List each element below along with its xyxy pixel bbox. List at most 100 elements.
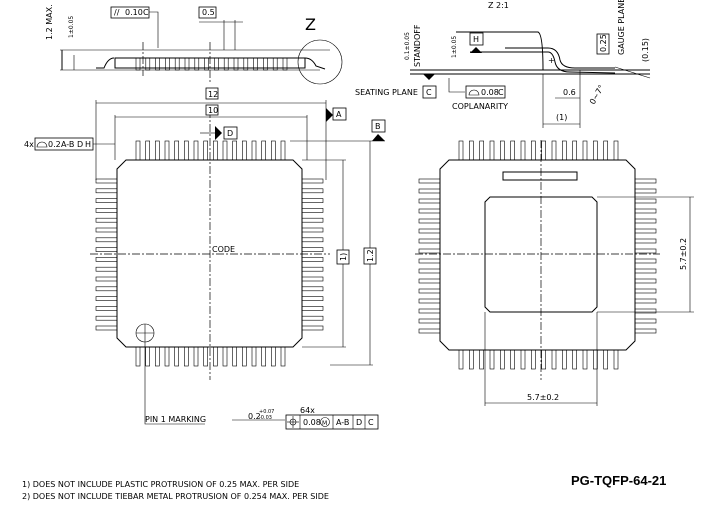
profile-datum-h: H: [85, 140, 91, 149]
pin: [458, 140, 464, 161]
pin: [458, 349, 464, 370]
pin: [222, 346, 228, 367]
pin: [634, 208, 657, 214]
pin: [562, 140, 567, 161]
profile-datum-ab: A-B: [61, 140, 74, 149]
pin: [301, 227, 324, 233]
foot-length-label: 0.6: [563, 88, 576, 97]
pin: [263, 57, 268, 71]
pad-width-label: 5.7±0.2: [527, 393, 559, 402]
profile-datum-d: D: [77, 140, 83, 149]
pin: [301, 325, 324, 331]
code-label: CODE: [212, 245, 235, 254]
note-1: 1) DOES NOT INCLUDE PLASTIC PROTRUSION O…: [22, 480, 300, 489]
pin: [541, 140, 546, 161]
position-tol: 0.08: [303, 418, 321, 427]
pin: [418, 228, 441, 234]
pin: [243, 57, 249, 71]
pin: [634, 268, 657, 274]
pin: [174, 140, 179, 161]
pin: [562, 349, 567, 370]
pin: [95, 178, 118, 184]
pin: [520, 140, 526, 161]
pin: [272, 57, 278, 71]
pin: [301, 178, 324, 184]
pin: [95, 306, 118, 311]
pin: [301, 266, 324, 272]
pin: [418, 208, 441, 214]
pin: [174, 346, 179, 367]
standoff-value: 0.1±0.05: [404, 32, 411, 60]
pin: [531, 140, 536, 161]
pin: [301, 286, 324, 292]
pin: [301, 247, 324, 252]
pin: [155, 140, 160, 161]
detail-title: Z 2:1: [488, 1, 509, 10]
datum-b: B: [375, 122, 381, 131]
pin: [95, 247, 118, 252]
pin: [634, 188, 657, 194]
pin: [301, 217, 324, 223]
pin: [418, 188, 441, 194]
pin: [145, 140, 150, 161]
pin: [280, 346, 286, 367]
angle-label: 0~7°: [588, 83, 606, 106]
dim-12v-label: 1.2: [366, 249, 375, 262]
pin: [193, 346, 199, 367]
pin: [145, 57, 151, 71]
pin: [301, 198, 324, 203]
pin: [301, 306, 324, 311]
pin: [135, 346, 141, 367]
pin: [469, 349, 474, 370]
pin: [603, 140, 608, 161]
seating-plane-label: SEATING PLANE: [355, 88, 418, 97]
parallel-symbol: //: [114, 8, 120, 17]
pin: [634, 258, 657, 264]
pin: [261, 346, 266, 367]
pin: [280, 140, 286, 161]
pin: [232, 346, 237, 367]
pin: [164, 140, 170, 161]
pin: [418, 308, 441, 314]
profile-tol: 0.2: [48, 140, 61, 149]
pin: [301, 257, 324, 262]
pin: [469, 140, 474, 161]
pin: [418, 248, 441, 254]
pin: [500, 349, 505, 370]
pin: [95, 217, 118, 223]
pin: [510, 349, 515, 370]
pin: [95, 266, 118, 272]
pin: [223, 57, 229, 71]
pin: [418, 198, 441, 204]
parallel-datum: C: [143, 8, 149, 17]
pin: [242, 346, 247, 367]
pin: [95, 325, 118, 331]
note-2: 2) DOES NOT INCLUDE TIEBAR METAL PROTRUS…: [22, 492, 329, 501]
body-thickness-label: 1±0.05: [68, 16, 75, 38]
position-count: 64x: [300, 406, 315, 415]
pin: [520, 349, 526, 370]
pin: [301, 188, 324, 194]
gauge-plane-label: GAUGE PLANE: [617, 0, 626, 55]
pin: [510, 140, 515, 161]
ref-015-label: (0.15): [641, 38, 650, 62]
side-view: 1.2 MAX. 1±0.05 // 0.10 C 0.5 Z: [45, 4, 343, 85]
pin: [418, 178, 441, 184]
dim-10-label: 10: [208, 106, 218, 115]
pin: [613, 140, 619, 161]
pin: [203, 140, 208, 161]
parallel-tol: 0.10: [125, 8, 143, 17]
lead-width-label: 0.2: [248, 412, 261, 421]
pin: [301, 208, 324, 213]
pin: [489, 140, 495, 161]
pin: [213, 140, 218, 161]
pin: [551, 349, 557, 370]
standoff-label: STANDOFF: [413, 24, 422, 67]
pin: [634, 178, 657, 184]
position-datum-d: D: [356, 418, 362, 427]
pin: [95, 286, 118, 292]
position-datum-c: C: [368, 418, 374, 427]
pin: [251, 346, 257, 367]
pin: [184, 140, 189, 161]
profile-count: 4x: [24, 140, 34, 149]
